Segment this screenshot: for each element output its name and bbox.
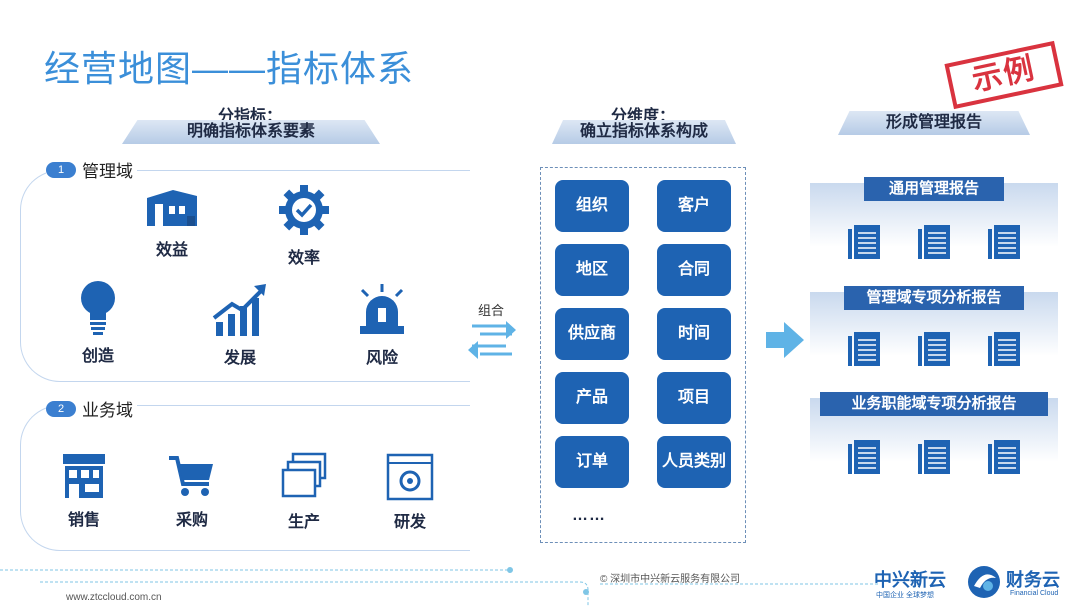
dimension-item: 地区 xyxy=(555,244,629,296)
store-icon xyxy=(63,454,105,498)
example-stamp: 示例 xyxy=(944,40,1064,110)
footer-decoration xyxy=(0,567,880,607)
footer-copyright: © 深圳市中兴新云服务有限公司 xyxy=(600,574,741,585)
business-domain-label: 2 业务域 xyxy=(46,396,137,421)
development-label: 发展 xyxy=(223,350,256,367)
page-title: 经营地图——指标体系 xyxy=(44,48,415,89)
dimension-item: 组织 xyxy=(555,180,629,232)
business-domain-panel xyxy=(20,405,470,551)
innovation-item: 创造 xyxy=(48,278,148,366)
development-item: 发展 xyxy=(190,282,290,368)
document-icon xyxy=(848,440,880,474)
left-header-line2: 明确指标体系要素 xyxy=(186,123,315,140)
innovation-label: 创造 xyxy=(81,348,114,365)
document-icon xyxy=(988,225,1020,259)
domain-number-badge: 2 xyxy=(46,400,76,417)
gear-check-icon xyxy=(279,185,329,235)
right-arrow-icon xyxy=(766,322,804,358)
rnd-item: 研发 xyxy=(360,452,460,532)
left-header-banner: 明确指标体系要素 xyxy=(122,120,380,144)
rnd-label: 研发 xyxy=(393,514,426,531)
dimension-item: 订单 xyxy=(555,436,629,488)
document-icon xyxy=(918,332,950,366)
benefit-label: 效益 xyxy=(155,242,188,259)
document-icon xyxy=(918,440,950,474)
sales-label: 销售 xyxy=(67,512,100,529)
dimension-item: 项目 xyxy=(657,372,731,424)
efficiency-label: 效率 xyxy=(287,250,320,267)
dimension-item: 产品 xyxy=(555,372,629,424)
combine-arrows-icon xyxy=(468,321,516,359)
dimensions-more: …… xyxy=(572,507,606,524)
production-label: 生产 xyxy=(287,514,320,531)
risk-label: 风险 xyxy=(365,350,398,367)
brand-name-cloud: 财务云 xyxy=(1006,570,1060,590)
purchase-item: 采购 xyxy=(142,452,242,530)
dimension-item: 供应商 xyxy=(555,308,629,360)
document-icon xyxy=(918,225,950,259)
benefit-item: 效益 xyxy=(122,186,222,260)
dimension-item: 合同 xyxy=(657,244,731,296)
risk-item: 风险 xyxy=(332,282,432,368)
combine-label: 组合 xyxy=(478,303,505,318)
stacked-pages-icon xyxy=(281,452,327,498)
sales-item: 销售 xyxy=(34,452,134,530)
management-domain-panel xyxy=(20,170,470,382)
management-domain-label: 1 管理域 xyxy=(46,157,137,182)
brand-name-zte: 中兴新云 xyxy=(874,570,946,590)
domain-number-badge: 1 xyxy=(46,161,76,178)
alarm-light-icon xyxy=(360,284,404,334)
footer-url: www.ztccloud.com.cn xyxy=(66,592,162,603)
right-header-banner: 形成管理报告 xyxy=(838,111,1030,135)
growth-chart-icon xyxy=(212,284,266,336)
domain-title: 业务域 xyxy=(82,401,133,420)
brand-slogan: 中国企业 全球梦想 xyxy=(876,592,934,599)
production-item: 生产 xyxy=(254,452,354,532)
report-group: 业务职能域专项分析报告 xyxy=(810,392,1058,478)
document-icon xyxy=(848,332,880,366)
shopping-cart-icon xyxy=(169,456,213,496)
document-icon xyxy=(988,332,1020,366)
report-title: 通用管理报告 xyxy=(864,177,1004,201)
lightbulb-icon xyxy=(81,281,115,335)
report-group: 管理域专项分析报告 xyxy=(810,286,1058,372)
dimension-item: 客户 xyxy=(657,180,731,232)
warehouse-icon xyxy=(147,190,197,226)
report-title: 管理域专项分析报告 xyxy=(844,286,1024,310)
mid-header-line2: 确立指标体系构成 xyxy=(579,123,708,140)
purchase-label: 采购 xyxy=(175,512,208,529)
dimension-item: 人员类别 xyxy=(657,436,731,488)
document-icon xyxy=(848,225,880,259)
efficiency-item: 效率 xyxy=(254,182,354,268)
settings-window-icon xyxy=(386,453,434,501)
dimensions-box xyxy=(540,167,746,543)
brand-cloud-sub: Financial Cloud xyxy=(1010,590,1059,597)
document-icon xyxy=(988,440,1020,474)
dimension-item: 时间 xyxy=(657,308,731,360)
report-title: 业务职能域专项分析报告 xyxy=(820,392,1048,416)
report-group: 通用管理报告 xyxy=(810,177,1058,263)
mid-header-banner: 确立指标体系构成 xyxy=(552,120,736,144)
brand-logo-icon xyxy=(968,566,1000,598)
right-header-text: 形成管理报告 xyxy=(885,114,982,131)
domain-title: 管理域 xyxy=(82,162,133,181)
